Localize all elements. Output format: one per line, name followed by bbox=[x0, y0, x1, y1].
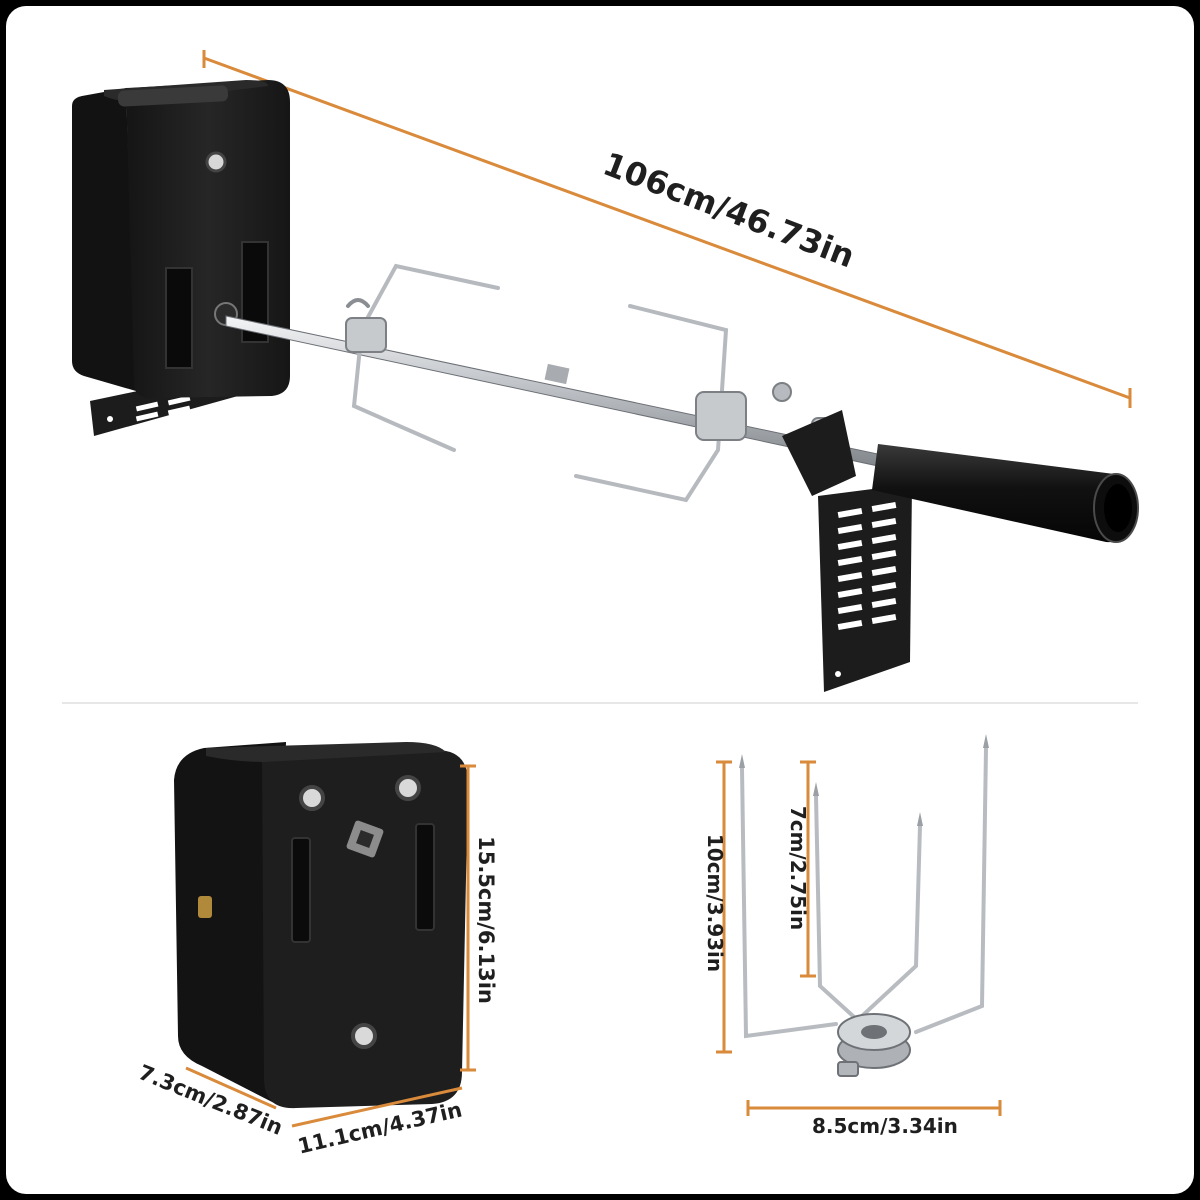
left-fork bbox=[345, 263, 729, 503]
fork-dimension-lines bbox=[716, 760, 1002, 1116]
motor-detail bbox=[174, 742, 476, 1128]
fork-detail bbox=[716, 734, 1002, 1116]
rotisserie-kit bbox=[72, 50, 1139, 692]
fork-width-label: 8.5cm/3.34in bbox=[812, 1114, 958, 1138]
motor-height-label: 15.5cm/6.13in bbox=[473, 836, 498, 1004]
fork-height-label: 10cm/3.93in bbox=[703, 833, 728, 973]
fork-prong-label: 7cm/2.75in bbox=[786, 805, 811, 931]
motor-box bbox=[72, 80, 290, 398]
length-dimension-line bbox=[202, 50, 1132, 408]
fork-collar bbox=[837, 1013, 911, 1077]
product-image: 106cm/46.73in 15.5cm/6.13in 7.3cm/2.87in… bbox=[6, 6, 1194, 1194]
rotisserie-illustration bbox=[62, 50, 1139, 1128]
handle-bracket bbox=[782, 410, 912, 692]
motor-dimension-lines bbox=[185, 764, 476, 1128]
handle-grip bbox=[872, 444, 1139, 543]
